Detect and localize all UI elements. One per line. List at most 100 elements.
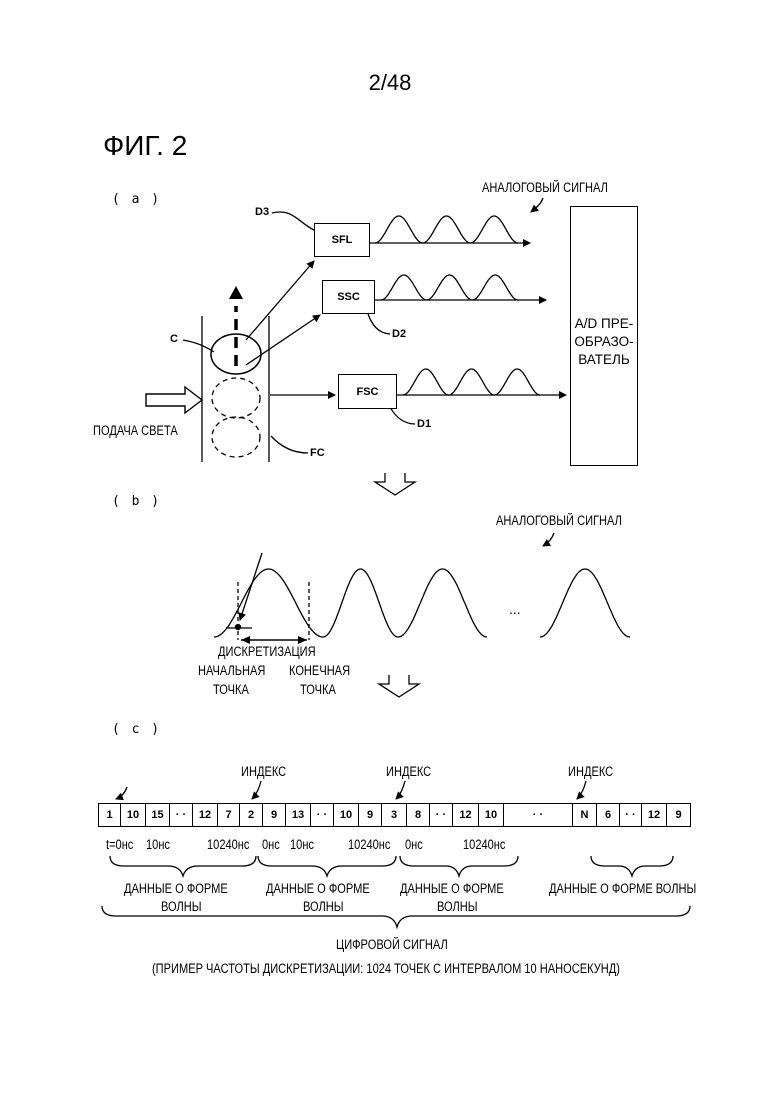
data-cell: 15 — [145, 803, 170, 827]
waveform-data-3: ДАННЫЕ О ФОРМЕ — [400, 882, 504, 896]
down-arrow-bc — [379, 675, 419, 697]
brace-waveform-2 — [258, 856, 396, 876]
waveform-data-1b: ВОЛНЫ — [161, 900, 202, 914]
analog-wave-b1 — [214, 569, 323, 637]
sampling-span-head-right — [298, 636, 307, 644]
light-supply-label: ПОДАЧА СВЕТА — [93, 424, 178, 438]
analog-wave-sfl — [375, 216, 518, 243]
analog-signal-label-a: АНАЛОГОВЫЙ СИГНАЛ — [482, 181, 608, 195]
fsc-detector: FSC — [338, 374, 397, 409]
leader-fc — [271, 436, 308, 453]
brace-waveform-4 — [591, 856, 673, 876]
index-label-3: ИНДЕКС — [568, 765, 613, 779]
ssc-detector: SSC — [322, 280, 375, 314]
light-path-ssc — [246, 315, 320, 365]
data-cell: 9 — [358, 803, 382, 827]
leader-d2 — [368, 314, 390, 334]
data-cell: 12 — [641, 803, 667, 827]
panel-c-label: ( c ) — [112, 723, 161, 736]
digital-data-row: 1 10 15 · · 12 7 2 9 13 · · 10 9 3 8 · ·… — [98, 803, 691, 827]
waveform-data-4: ДАННЫЕ О ФОРМЕ ВОЛНЫ — [549, 882, 696, 896]
leader-d3 — [272, 212, 314, 230]
cell-particle-ghost-2 — [212, 417, 260, 457]
time-10240ns: 10240нс — [207, 838, 249, 852]
time-10240ns-3: 10240нс — [463, 838, 505, 852]
analog-signal-label-b: АНАЛОГОВЫЙ СИГНАЛ — [496, 514, 622, 528]
data-cell: 10 — [333, 803, 359, 827]
start-point-label-1: НАЧАЛЬНАЯ — [198, 664, 265, 678]
cell-label: C — [170, 334, 178, 345]
data-cell: 13 — [285, 803, 311, 827]
data-cell-index: 3 — [381, 803, 407, 827]
light-supply-arrow — [146, 387, 202, 413]
data-cell: 12 — [452, 803, 479, 827]
sampling-example-label: (ПРИМЕР ЧАСТОТЫ ДИСКРЕТИЗАЦИИ: 1024 ТОЧЕ… — [152, 962, 620, 976]
down-arrow-ab — [375, 473, 415, 495]
data-cell: 10 — [478, 803, 504, 827]
time-10ns: 10нс — [146, 838, 170, 852]
waveform-data-2: ДАННЫЕ О ФОРМЕ — [266, 882, 370, 896]
leader-c — [183, 340, 214, 352]
adc-line-3: ВАТЕЛЬ — [571, 351, 637, 369]
brace-waveform-3 — [400, 856, 518, 876]
light-path-sfl — [246, 261, 314, 340]
data-cell: 9 — [262, 803, 286, 827]
flow-cell-label: FC — [310, 448, 325, 459]
d1-ref: D1 — [417, 419, 431, 430]
start-point-dot — [236, 625, 241, 630]
data-cell: · · — [169, 803, 193, 827]
data-cell: · · — [619, 803, 642, 827]
waveform-data-3b: ВОЛНЫ — [437, 900, 478, 914]
panel-a-label: ( a ) — [112, 193, 161, 206]
brace-waveform-1 — [110, 856, 256, 876]
waveform-data-2b: ВОЛНЫ — [303, 900, 344, 914]
ad-converter: A/D ПРЕ- ОБРАЗО- ВАТЕЛЬ — [570, 206, 638, 466]
index-label-1: ИНДЕКС — [241, 765, 286, 779]
flow-arrow-head — [229, 286, 243, 299]
data-cell: 8 — [406, 803, 430, 827]
data-cell: 7 — [217, 803, 240, 827]
start-point-pointer — [240, 553, 262, 620]
data-cell-index: 2 — [239, 803, 263, 827]
data-cell-index: N — [572, 803, 597, 827]
sampling-label: ДИСКРЕТИЗАЦИЯ — [218, 645, 316, 659]
start-point-label-2: ТОЧКА — [213, 683, 249, 697]
d2-ref: D2 — [392, 329, 406, 340]
data-cell: 9 — [666, 803, 691, 827]
data-cell-gap: · · — [503, 803, 573, 827]
leader-analog-b — [543, 533, 554, 546]
leader-first-cell — [116, 787, 127, 799]
data-cell: · · — [429, 803, 453, 827]
end-point-label-1: КОНЕЧНАЯ — [289, 664, 350, 678]
analog-wave-b4 — [540, 569, 630, 637]
analog-wave-ssc — [381, 275, 518, 300]
wave-ellipsis: ... — [509, 602, 521, 616]
analog-wave-fsc — [403, 369, 540, 395]
analog-wave-b2 — [323, 569, 398, 637]
waveform-data-1: ДАННЫЕ О ФОРМЕ — [124, 882, 228, 896]
leader-d1 — [390, 407, 415, 424]
analog-wave-b3 — [398, 569, 487, 637]
data-cell: · · — [310, 803, 334, 827]
time-0ns-3: 0нс — [405, 838, 423, 852]
data-cell: 6 — [596, 803, 620, 827]
sampling-span-head-left — [241, 636, 250, 644]
data-cell: 1 — [98, 803, 121, 827]
data-cell: 12 — [192, 803, 218, 827]
time-0ns-2: 0нс — [262, 838, 280, 852]
digital-signal-label: ЦИФРОВОЙ СИГНАЛ — [336, 938, 448, 952]
adc-line-1: A/D ПРЕ- — [571, 315, 637, 333]
time-10240ns-2: 10240нс — [348, 838, 390, 852]
d3-ref: D3 — [255, 207, 269, 218]
sfl-detector: SFL — [314, 223, 370, 257]
panel-b-label: ( b ) — [112, 495, 161, 508]
end-point-label-2: ТОЧКА — [300, 683, 336, 697]
leader-index-1 — [252, 781, 261, 799]
leader-index-2 — [396, 781, 405, 799]
index-label-2: ИНДЕКС — [386, 765, 431, 779]
leader-index-3 — [577, 781, 586, 799]
cell-particle-ghost-1 — [212, 378, 260, 418]
time-10ns-2: 10нс — [290, 838, 314, 852]
time-t0: t=0нс — [106, 838, 133, 852]
adc-line-2: ОБРАЗО- — [571, 333, 637, 351]
